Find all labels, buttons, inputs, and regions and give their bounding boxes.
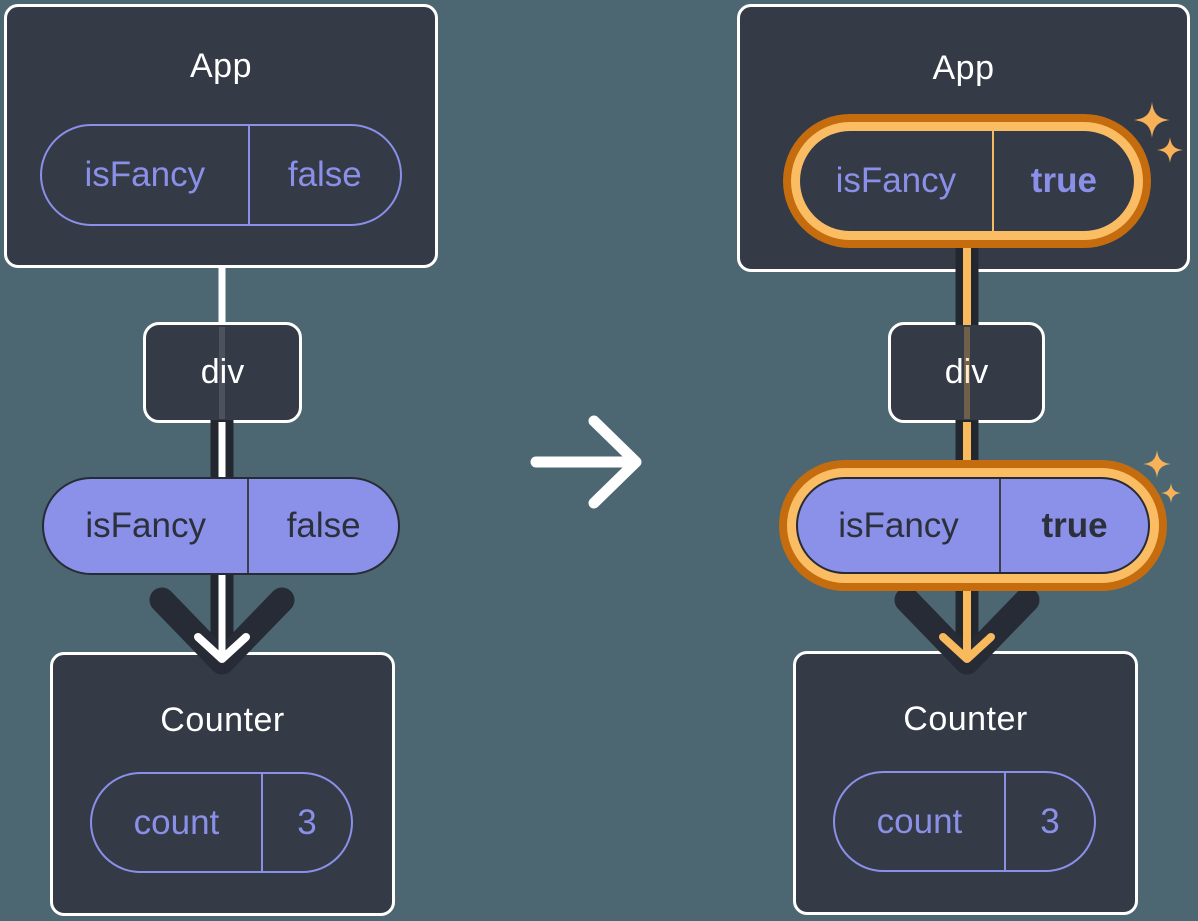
div-node-after: div xyxy=(888,322,1045,423)
state-value-cell: 3 xyxy=(297,802,317,842)
prop-key-cell: isFancy xyxy=(44,479,250,573)
prop-key-cell: isFancy xyxy=(42,126,250,224)
prop-value-cell: false xyxy=(286,506,361,545)
app-prop-pill-after-highlight-ring: isFancy true xyxy=(783,114,1151,248)
prop-value-cell: true xyxy=(1041,505,1108,545)
prop-value-cell: false xyxy=(287,155,362,194)
prop-key-cell: isFancy xyxy=(798,479,1001,572)
state-key-cell: count xyxy=(835,773,1006,870)
app-prop-pill-after: isFancy true xyxy=(800,131,1134,231)
component-title-app: App xyxy=(190,47,252,85)
arrow-right-icon xyxy=(530,415,642,509)
component-title-counter: Counter xyxy=(903,700,1028,738)
div-node-label: div xyxy=(944,353,989,391)
state-value-cell: 3 xyxy=(1040,801,1060,841)
tree-connector-after xyxy=(894,232,1040,675)
sparkle-icon xyxy=(1161,483,1181,503)
div-node-label: div xyxy=(200,353,245,391)
passed-prop-pill-before: isFancy false xyxy=(42,477,400,575)
passed-prop-pill-after: isFancy true xyxy=(796,477,1150,574)
state-key-cell: count xyxy=(92,774,263,871)
highlight-ring-inner-band: isFancy true xyxy=(791,122,1143,240)
component-title-counter: Counter xyxy=(160,701,285,739)
sparkle-icon xyxy=(1143,450,1171,478)
app-prop-pill-before: isFancy false xyxy=(40,124,402,226)
prop-value-cell: true xyxy=(1030,161,1097,200)
component-title-app: App xyxy=(932,49,995,87)
div-node-before: div xyxy=(143,322,302,423)
state-pill-after: count 3 xyxy=(833,771,1096,872)
prop-key-cell: isFancy xyxy=(800,131,994,231)
state-pill-before: count 3 xyxy=(90,772,353,873)
passed-prop-pill-after-highlight-ring: isFancy true xyxy=(779,460,1167,591)
highlight-ring-inner-band: isFancy true xyxy=(787,468,1159,583)
